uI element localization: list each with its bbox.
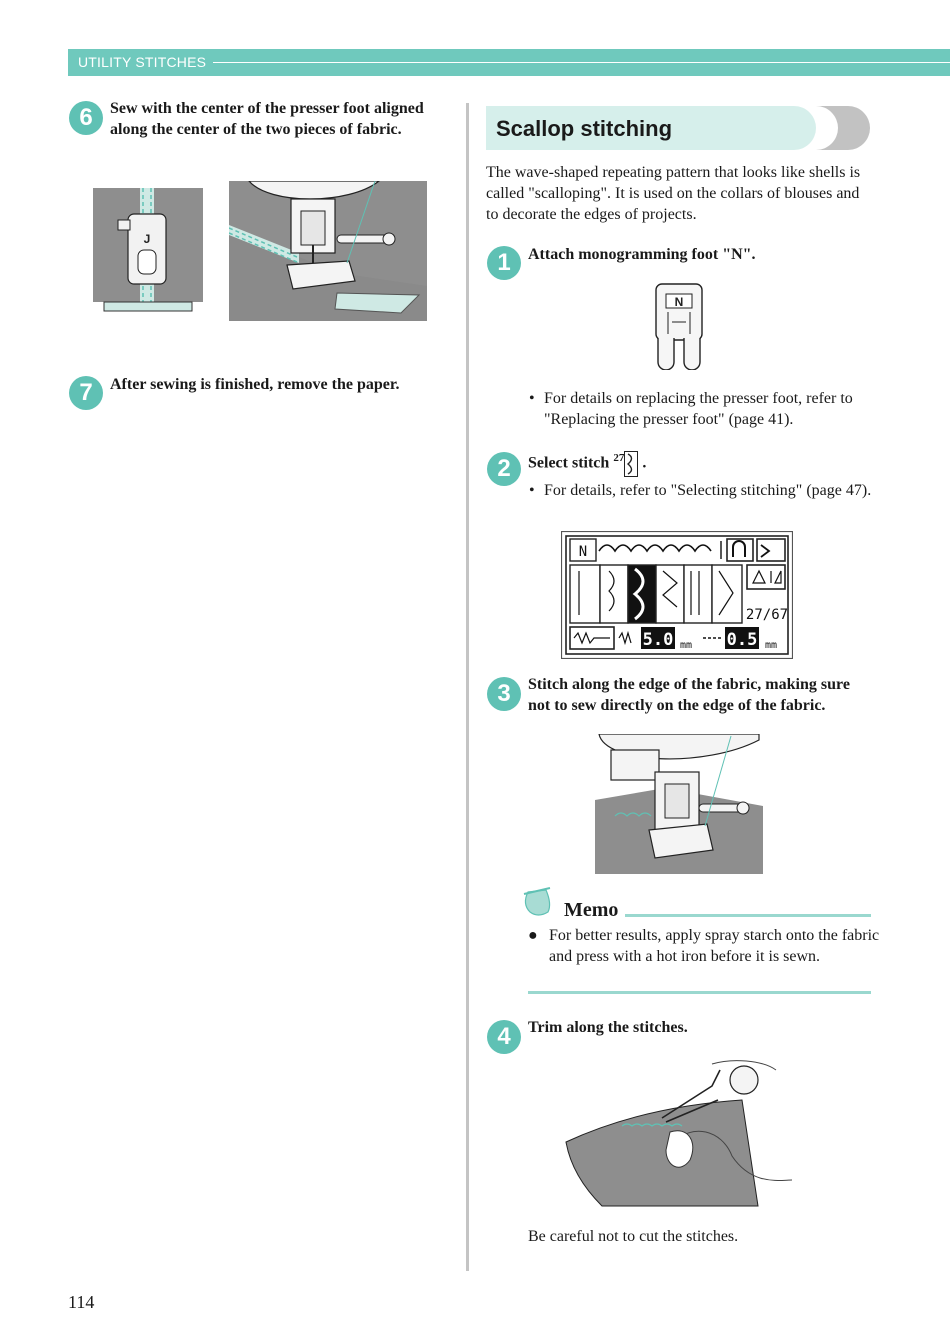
column-divider [466, 103, 469, 1271]
memo-text: For better results, apply spray starch o… [549, 927, 880, 965]
step-2-text: Select stitch [528, 454, 610, 472]
step-2-end-punct: . [642, 454, 647, 472]
step-2-line: Select stitch 27 . [528, 448, 873, 477]
step-4-number: 4 [487, 1020, 521, 1054]
step-1-text: Attach monogramming foot "N". [528, 246, 756, 263]
step-1-bullet: • For details on replacing the presser fo… [528, 388, 889, 430]
memo-bell-icon [523, 887, 551, 916]
step-7-text: After sewing is finished, remove the pap… [110, 376, 400, 393]
bullet-dot: • [529, 390, 535, 407]
machine-sewing-illustration [229, 181, 427, 321]
lcd-width-value: 5.0 [643, 630, 674, 650]
lcd-length-value: 0.5 [727, 630, 758, 650]
step-3-number: 3 [487, 677, 521, 711]
trimming-illustration [565, 1060, 793, 1207]
memo-rule-top [625, 914, 871, 917]
step-2-number: 2 [487, 452, 521, 486]
step-2-bullet-text: For details, refer to "Selecting stitchi… [544, 482, 872, 499]
section-title-box: Scallop stitching [486, 106, 816, 150]
edge-stitching-illustration [595, 734, 763, 874]
lcd-foot-icon-label: N [579, 544, 587, 560]
step-3-text: Stitch along the edge of the fabric, mak… [528, 676, 850, 714]
step-6-number: 6 [69, 101, 103, 135]
memo-title: Memo [564, 899, 619, 921]
memo-rule-bottom [528, 991, 871, 994]
lcd-width-unit: mm [680, 640, 692, 651]
intro-paragraph: The wave-shaped repeating pattern that l… [486, 164, 861, 223]
section-title: Scallop stitching [496, 116, 673, 141]
step-4-caption: Be careful not to cut the stitches. [528, 1228, 739, 1245]
foot-letter-n: N [675, 295, 684, 309]
page-number: 114 [68, 1292, 95, 1312]
step-7-number: 7 [69, 376, 103, 410]
step-1-bullet-text: For details on replacing the presser foo… [544, 390, 853, 428]
scallop-stitch-icon [624, 450, 639, 477]
section-title-cap [816, 106, 870, 150]
bullet-dot: • [529, 482, 535, 499]
step-1-number: 1 [487, 246, 521, 280]
foot-letter-j: J [144, 232, 151, 246]
lcd-page-indicator: 27/67 [746, 607, 788, 623]
header-rule [213, 62, 950, 63]
lcd-stitch-screen: N 27/67 5.0 mm 0.5 mm [561, 531, 793, 659]
lcd-length-unit: mm [765, 640, 777, 651]
step-4-text: Trim along the stitches. [528, 1019, 688, 1036]
step-2-bullet: • For details, refer to "Selecting stitch… [528, 480, 889, 501]
memo-item: ● For better results, apply spray starch … [528, 925, 894, 967]
step-6-text: Sew with the center of the presser foot … [110, 100, 424, 138]
stitch-number-superscript: 27 [613, 452, 625, 464]
foot-alignment-illustration: J [93, 188, 203, 312]
section-header-bar: UTILITY STITCHES [68, 49, 950, 76]
memo-bullet: ● [528, 927, 538, 944]
section-header-label: UTILITY STITCHES [78, 54, 207, 70]
monogramming-foot-illustration: N [655, 283, 703, 370]
